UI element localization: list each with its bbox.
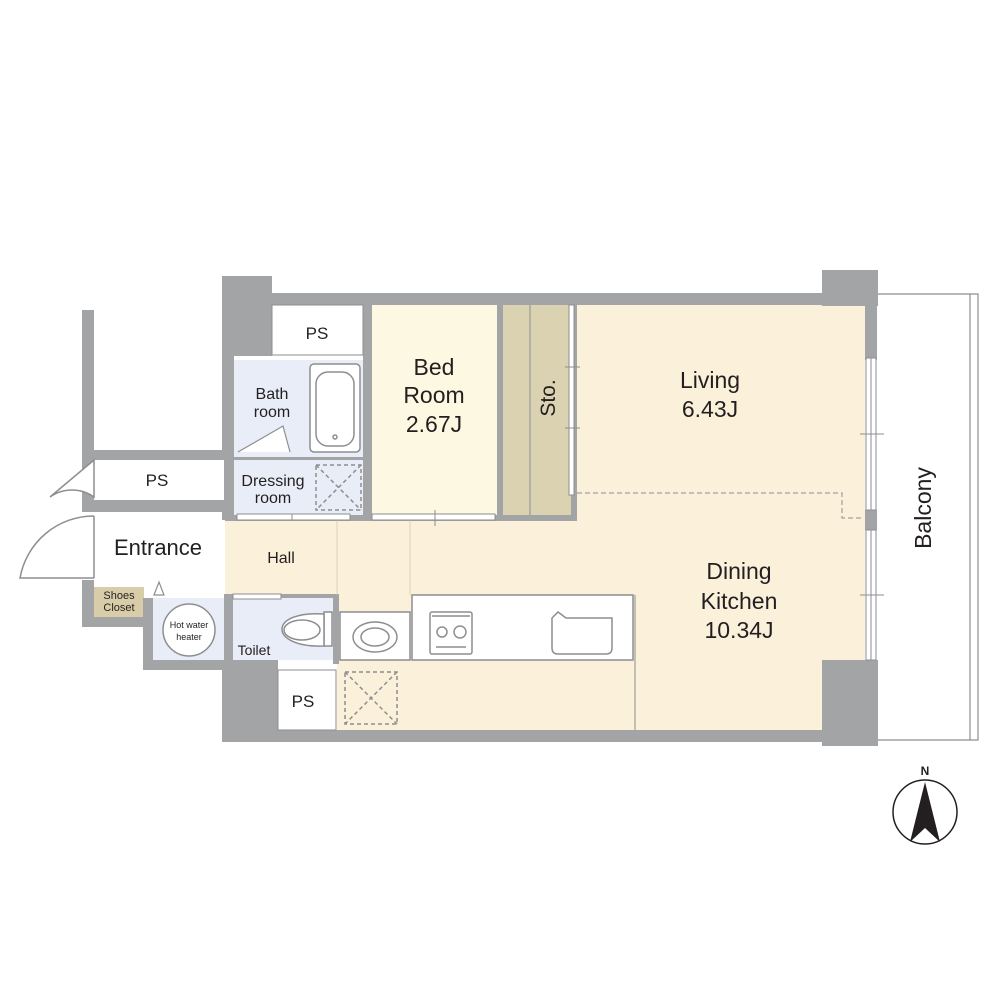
water-heater-icon [162, 603, 216, 657]
shoes-closet-label-2: Closet [103, 602, 134, 614]
living-floor [575, 305, 865, 497]
fixtures [153, 363, 864, 730]
shoes-closet-floor [94, 587, 144, 617]
dressing-floor [233, 460, 363, 516]
compass: N [892, 764, 958, 845]
corridor-wall-bottom [82, 500, 227, 512]
hall-floor [225, 520, 337, 595]
partition-bath-dressing [233, 457, 363, 460]
balcony [878, 293, 979, 741]
windows [860, 357, 884, 661]
kitchen-label: Kitchen [701, 588, 778, 614]
column-bottom-left [222, 660, 278, 742]
ps-label-top: PS [306, 324, 329, 343]
heater-wall-left [143, 598, 153, 670]
stove-icon [429, 611, 473, 655]
north-label: N [921, 764, 930, 778]
wall-right-mid [865, 510, 877, 530]
hall-label: Hall [267, 550, 295, 567]
shoes-closet-label: Shoes [103, 590, 135, 602]
wall-top [222, 293, 877, 305]
column-top-left [222, 276, 272, 356]
north-arrow-icon [910, 782, 940, 842]
dining-kitchen-area: 10.34J [704, 617, 773, 643]
wall-bottom [222, 730, 878, 742]
kitchen-sink-icon [551, 611, 613, 655]
balcony-label: Balcony [910, 467, 936, 549]
dressing-label-2: room [255, 490, 291, 507]
partition-heater-toilet [224, 594, 233, 664]
living-label: Living [680, 367, 740, 393]
toilet-icon [281, 611, 333, 647]
kitchen-counter [411, 594, 634, 661]
wall-right-top [865, 300, 877, 360]
doors [19, 304, 580, 600]
living-area: 6.43J [682, 396, 738, 422]
dining-label: Dining [706, 558, 771, 584]
bedroom-floor [372, 305, 497, 515]
toilet-label: Toilet [238, 642, 271, 658]
bedroom-label: Bed [414, 354, 455, 380]
bedroom-area: 2.67J [406, 411, 462, 437]
dressing-label: Dressing [241, 473, 304, 490]
pipe-spaces: PS PS PS [94, 304, 364, 731]
room-labels: Bed Room 2.67J Living 6.43J Dining Kitch… [103, 354, 936, 658]
entrance-wall-left [82, 580, 94, 626]
ps-label-bottom: PS [292, 692, 315, 711]
sink-icon [352, 621, 398, 653]
corridor-wall-top [82, 450, 227, 460]
storage-label: Sto. [537, 379, 560, 416]
entrance-floor [94, 520, 224, 585]
bath-label-2: room [254, 404, 290, 421]
corridor-door-icon [49, 458, 95, 499]
bath-door-icon [237, 425, 291, 453]
entrance-door-icon [19, 515, 95, 579]
entrance-label: Entrance [114, 535, 202, 560]
entrance-wall-bottom [82, 617, 152, 627]
bedroom-label-2: Room [403, 382, 464, 408]
floor-fills [94, 305, 865, 730]
ps-label-corridor: PS [146, 471, 169, 490]
bathtub-icon [309, 363, 361, 453]
fridge-space-icon [344, 671, 398, 725]
water-heater-label: Hot water [170, 620, 209, 630]
water-heater-label-2: heater [176, 632, 202, 642]
living-boundary [577, 492, 864, 519]
storage-floor [503, 305, 571, 515]
partition-bed-storage [497, 305, 503, 520]
washer-icon [315, 464, 362, 511]
partition-toilet-right [333, 594, 339, 664]
partition-bath-bed [363, 305, 372, 520]
bath-label: Bath [256, 386, 289, 403]
heater-wall-bottom [143, 660, 233, 670]
wall-left-upper [222, 350, 234, 520]
